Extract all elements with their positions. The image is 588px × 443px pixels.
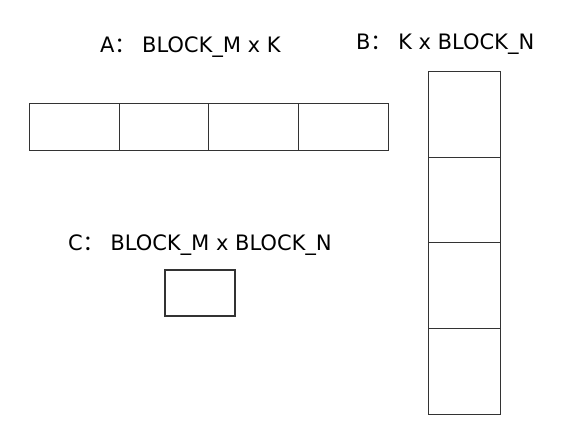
matrix-a-label: A： BLOCK_M x K bbox=[100, 33, 281, 57]
matrix-b-block bbox=[428, 71, 501, 158]
matrix-c-block bbox=[164, 269, 236, 317]
matrix-b-block bbox=[428, 327, 501, 415]
matrix-a-block bbox=[208, 103, 299, 151]
matrix-a-block bbox=[297, 103, 389, 151]
matrix-b-label: B： K x BLOCK_N bbox=[356, 30, 535, 54]
matrix-b-block bbox=[428, 156, 501, 244]
matrix-b-blocks bbox=[428, 71, 501, 415]
matrix-a-blocks bbox=[29, 103, 389, 151]
matrix-a-block bbox=[118, 103, 210, 151]
matrix-b-block bbox=[428, 242, 501, 329]
matrix-a-block bbox=[29, 103, 120, 151]
matrix-c-label: C： BLOCK_M x BLOCK_N bbox=[68, 231, 332, 255]
